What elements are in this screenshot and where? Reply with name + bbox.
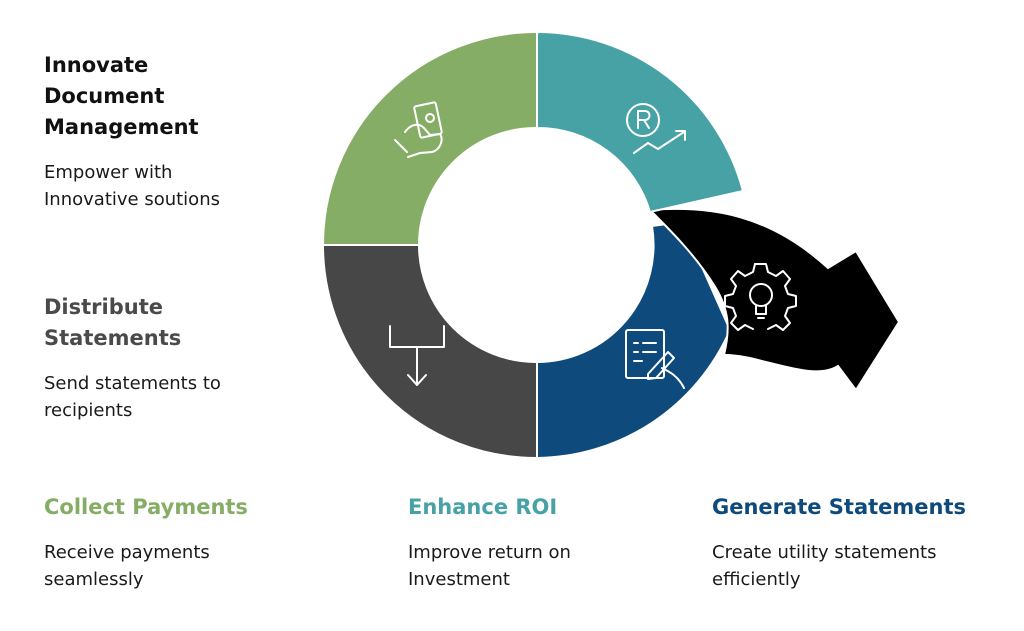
distribute-desc-line2: recipients: [44, 400, 133, 421]
distribute-description: Send statements to recipients: [44, 370, 221, 424]
collect-title: Collect Payments: [44, 495, 248, 519]
collect-block: Collect Payments Receive payments seamle…: [44, 492, 248, 593]
generate-block: Generate Statements Create utility state…: [712, 492, 966, 593]
distribute-desc-line1: Send statements to: [44, 373, 221, 394]
enhance-roi-segment: [536, 30, 745, 214]
innovate-desc-line2: Innovative soutions: [44, 189, 220, 210]
generate-description: Create utility statements efficiently: [712, 539, 966, 593]
roi-desc-line2: Investment: [408, 569, 510, 590]
distribute-title-line1: Distribute: [44, 295, 163, 319]
distribute-title-line2: Statements: [44, 326, 182, 350]
generate-desc-line2: efficiently: [712, 569, 801, 590]
innovate-title-line1: Innovate: [44, 53, 149, 77]
collect-description: Receive payments seamlessly: [44, 539, 248, 593]
innovate-title-line3: Management: [44, 115, 199, 139]
generate-title: Generate Statements: [712, 495, 967, 519]
innovate-title-line2: Document: [44, 84, 165, 108]
collect-desc-line1: Receive payments: [44, 542, 210, 563]
roi-title: Enhance ROI: [408, 495, 558, 519]
generate-desc-line1: Create utility statements: [712, 542, 937, 563]
generate-statements-segment: [536, 220, 732, 460]
innovate-title: Innovate Document Management: [44, 50, 220, 143]
innovate-description: Empower with Innovative soutions: [44, 159, 220, 213]
innovate-desc-line1: Empower with: [44, 162, 173, 183]
roi-description: Improve return on Investment: [408, 539, 571, 593]
roi-block: Enhance ROI Improve return on Investment: [408, 492, 571, 593]
innovate-block: Innovate Document Management Empower wit…: [44, 50, 220, 213]
distribute-statements-segment: [321, 244, 538, 460]
gear-bulb-icon: [724, 263, 797, 331]
collect-desc-line2: seamlessly: [44, 569, 144, 590]
currency-growth-icon: [626, 103, 686, 154]
money-hand-icon: [394, 101, 443, 158]
collect-payments-segment: [321, 30, 538, 246]
tray-down-arrow-icon: [389, 325, 445, 386]
document-pen-icon: [625, 329, 685, 389]
innovate-arrow-segment: [647, 207, 901, 392]
distribute-block: Distribute Statements Send statements to…: [44, 292, 221, 424]
distribute-title: Distribute Statements: [44, 292, 221, 354]
roi-desc-line1: Improve return on: [408, 542, 571, 563]
